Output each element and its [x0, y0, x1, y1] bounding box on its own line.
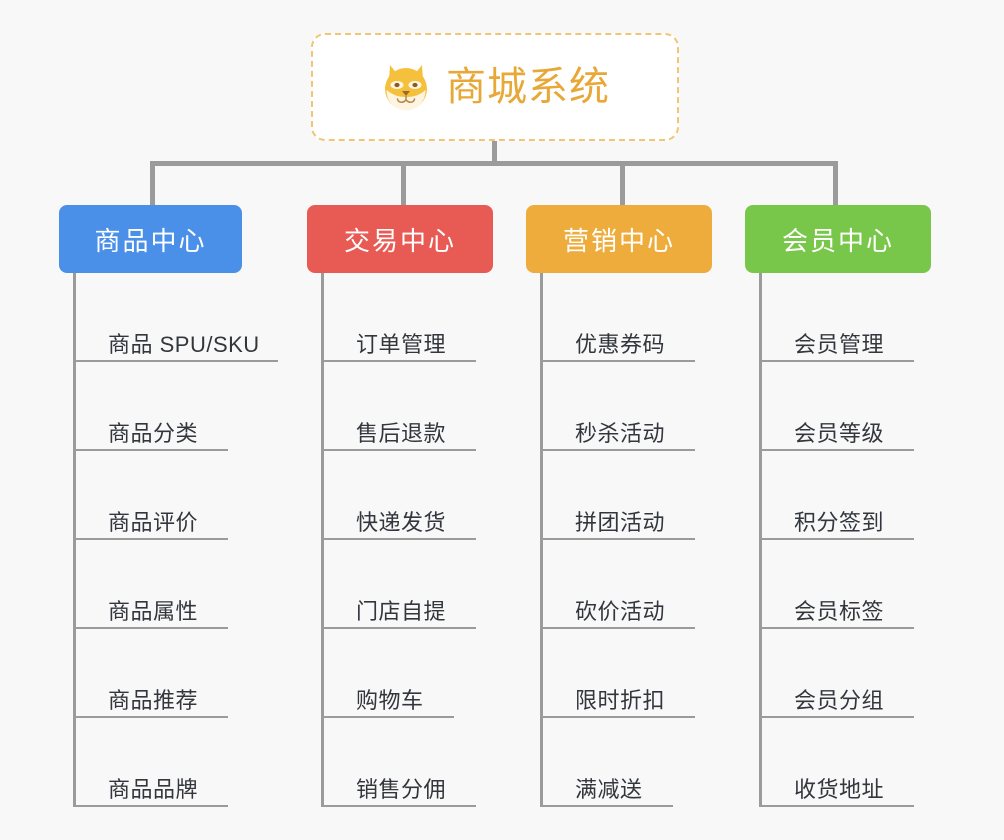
root-node[interactable]: 商城系统 [311, 33, 679, 141]
list-item[interactable]: 商品 SPU/SKU [76, 273, 278, 362]
list-item[interactable]: 砍价活动 [543, 540, 712, 629]
category-label: 商品中心 [94, 225, 207, 256]
connector-drop-product-center [150, 161, 155, 205]
leaf-label: 会员标签 [794, 598, 885, 624]
connector-root-stem [492, 141, 497, 165]
list-item[interactable]: 限时折扣 [543, 629, 712, 718]
list-item[interactable]: 满减送 [543, 718, 712, 807]
leaf-label: 快递发货 [356, 509, 447, 535]
leaf-rule [762, 360, 914, 362]
list-item[interactable]: 销售分佣 [324, 718, 493, 807]
category-label: 交易中心 [343, 225, 456, 256]
leaf-rule [324, 449, 476, 451]
leaf-list-member-center: 会员管理 会员等级 积分签到 会员标签 会员分组 收货地址 [759, 273, 931, 807]
list-item[interactable]: 会员管理 [762, 273, 931, 362]
leaf-label: 会员分组 [794, 687, 885, 713]
category-box-marketing-center[interactable]: 营销中心 [526, 205, 712, 273]
leaf-rule [762, 627, 914, 629]
leaf-label: 拼团活动 [575, 509, 666, 535]
category-label: 营销中心 [562, 225, 675, 256]
leaf-label: 商品 SPU/SKU [108, 331, 260, 357]
leaf-label: 砍价活动 [575, 598, 666, 624]
leaf-list-marketing-center: 优惠券码 秒杀活动 拼团活动 砍价活动 限时折扣 满减送 [540, 273, 712, 807]
leaf-label: 优惠券码 [575, 331, 666, 357]
list-item[interactable]: 售后退款 [324, 362, 493, 451]
leaf-label: 售后退款 [356, 420, 447, 446]
leaf-label: 限时折扣 [575, 687, 666, 713]
list-item[interactable]: 快递发货 [324, 451, 493, 540]
connector-drop-marketing-center [620, 161, 625, 205]
leaf-rule [324, 538, 476, 540]
leaf-rule [76, 716, 228, 718]
leaf-rule [76, 627, 228, 629]
list-item[interactable]: 商品评价 [76, 451, 242, 540]
leaf-rule [762, 805, 914, 807]
leaf-label: 满减送 [575, 776, 643, 802]
leaf-rule [543, 716, 695, 718]
list-item[interactable]: 商品推荐 [76, 629, 242, 718]
category-label: 会员中心 [781, 225, 894, 256]
connector-bus-bar [150, 161, 838, 166]
leaf-label: 商品推荐 [108, 687, 199, 713]
category-box-product-center[interactable]: 商品中心 [59, 205, 242, 273]
leaf-label: 购物车 [356, 687, 424, 713]
connector-drop-member-center [833, 161, 838, 205]
list-item[interactable]: 秒杀活动 [543, 362, 712, 451]
leaf-label: 门店自提 [356, 598, 447, 624]
branch-marketing-center: 营销中心 优惠券码 秒杀活动 拼团活动 砍价活动 限时折扣 [526, 205, 712, 807]
leaf-label: 商品分类 [108, 420, 199, 446]
list-item[interactable]: 会员分组 [762, 629, 931, 718]
list-item[interactable]: 商品属性 [76, 540, 242, 629]
leaf-rule [76, 449, 228, 451]
root-title: 商城系统 [446, 65, 610, 109]
leaf-rule [324, 805, 476, 807]
list-item[interactable]: 收货地址 [762, 718, 931, 807]
leaf-label: 收货地址 [794, 776, 885, 802]
leaf-rule [76, 360, 278, 362]
leaf-label: 秒杀活动 [575, 420, 666, 446]
leaf-label: 商品评价 [108, 509, 199, 535]
leaf-label: 积分签到 [794, 509, 885, 535]
branch-member-center: 会员中心 会员管理 会员等级 积分签到 会员标签 会员分组 [745, 205, 931, 807]
leaf-rule [324, 716, 454, 718]
leaf-rule [324, 360, 476, 362]
leaf-rule [543, 360, 695, 362]
branch-product-center: 商品中心 商品 SPU/SKU 商品分类 商品评价 商品属性 商品推荐 [59, 205, 278, 807]
leaf-rule [324, 627, 476, 629]
leaf-rule [543, 627, 695, 629]
list-item[interactable]: 商品分类 [76, 362, 242, 451]
category-box-member-center[interactable]: 会员中心 [745, 205, 931, 273]
leaf-rule [76, 805, 228, 807]
leaf-label: 会员管理 [794, 331, 885, 357]
leaf-rule [76, 538, 228, 540]
list-item[interactable]: 门店自提 [324, 540, 493, 629]
list-item[interactable]: 会员等级 [762, 362, 931, 451]
list-item[interactable]: 订单管理 [324, 273, 493, 362]
list-item[interactable]: 购物车 [324, 629, 493, 718]
list-item[interactable]: 积分签到 [762, 451, 931, 540]
leaf-label: 销售分佣 [356, 776, 447, 802]
leaf-rule [543, 805, 673, 807]
category-box-trade-center[interactable]: 交易中心 [307, 205, 493, 273]
leaf-list-product-center: 商品 SPU/SKU 商品分类 商品评价 商品属性 商品推荐 商品品牌 [73, 273, 278, 807]
connector-drop-trade-center [401, 161, 406, 205]
branch-trade-center: 交易中心 订单管理 售后退款 快递发货 门店自提 购物车 [307, 205, 493, 807]
leaf-rule [762, 538, 914, 540]
leaf-rule [762, 716, 914, 718]
list-item[interactable]: 会员标签 [762, 540, 931, 629]
leaf-rule [762, 449, 914, 451]
list-item[interactable]: 商品品牌 [76, 718, 242, 807]
shiba-dog-icon [380, 61, 432, 113]
leaf-label: 订单管理 [356, 331, 447, 357]
leaf-label: 会员等级 [794, 420, 885, 446]
list-item[interactable]: 拼团活动 [543, 451, 712, 540]
leaf-rule [543, 538, 695, 540]
leaf-rule [543, 449, 695, 451]
leaf-label: 商品属性 [108, 598, 199, 624]
leaf-list-trade-center: 订单管理 售后退款 快递发货 门店自提 购物车 销售分佣 [321, 273, 493, 807]
list-item[interactable]: 优惠券码 [543, 273, 712, 362]
leaf-label: 商品品牌 [108, 776, 199, 802]
